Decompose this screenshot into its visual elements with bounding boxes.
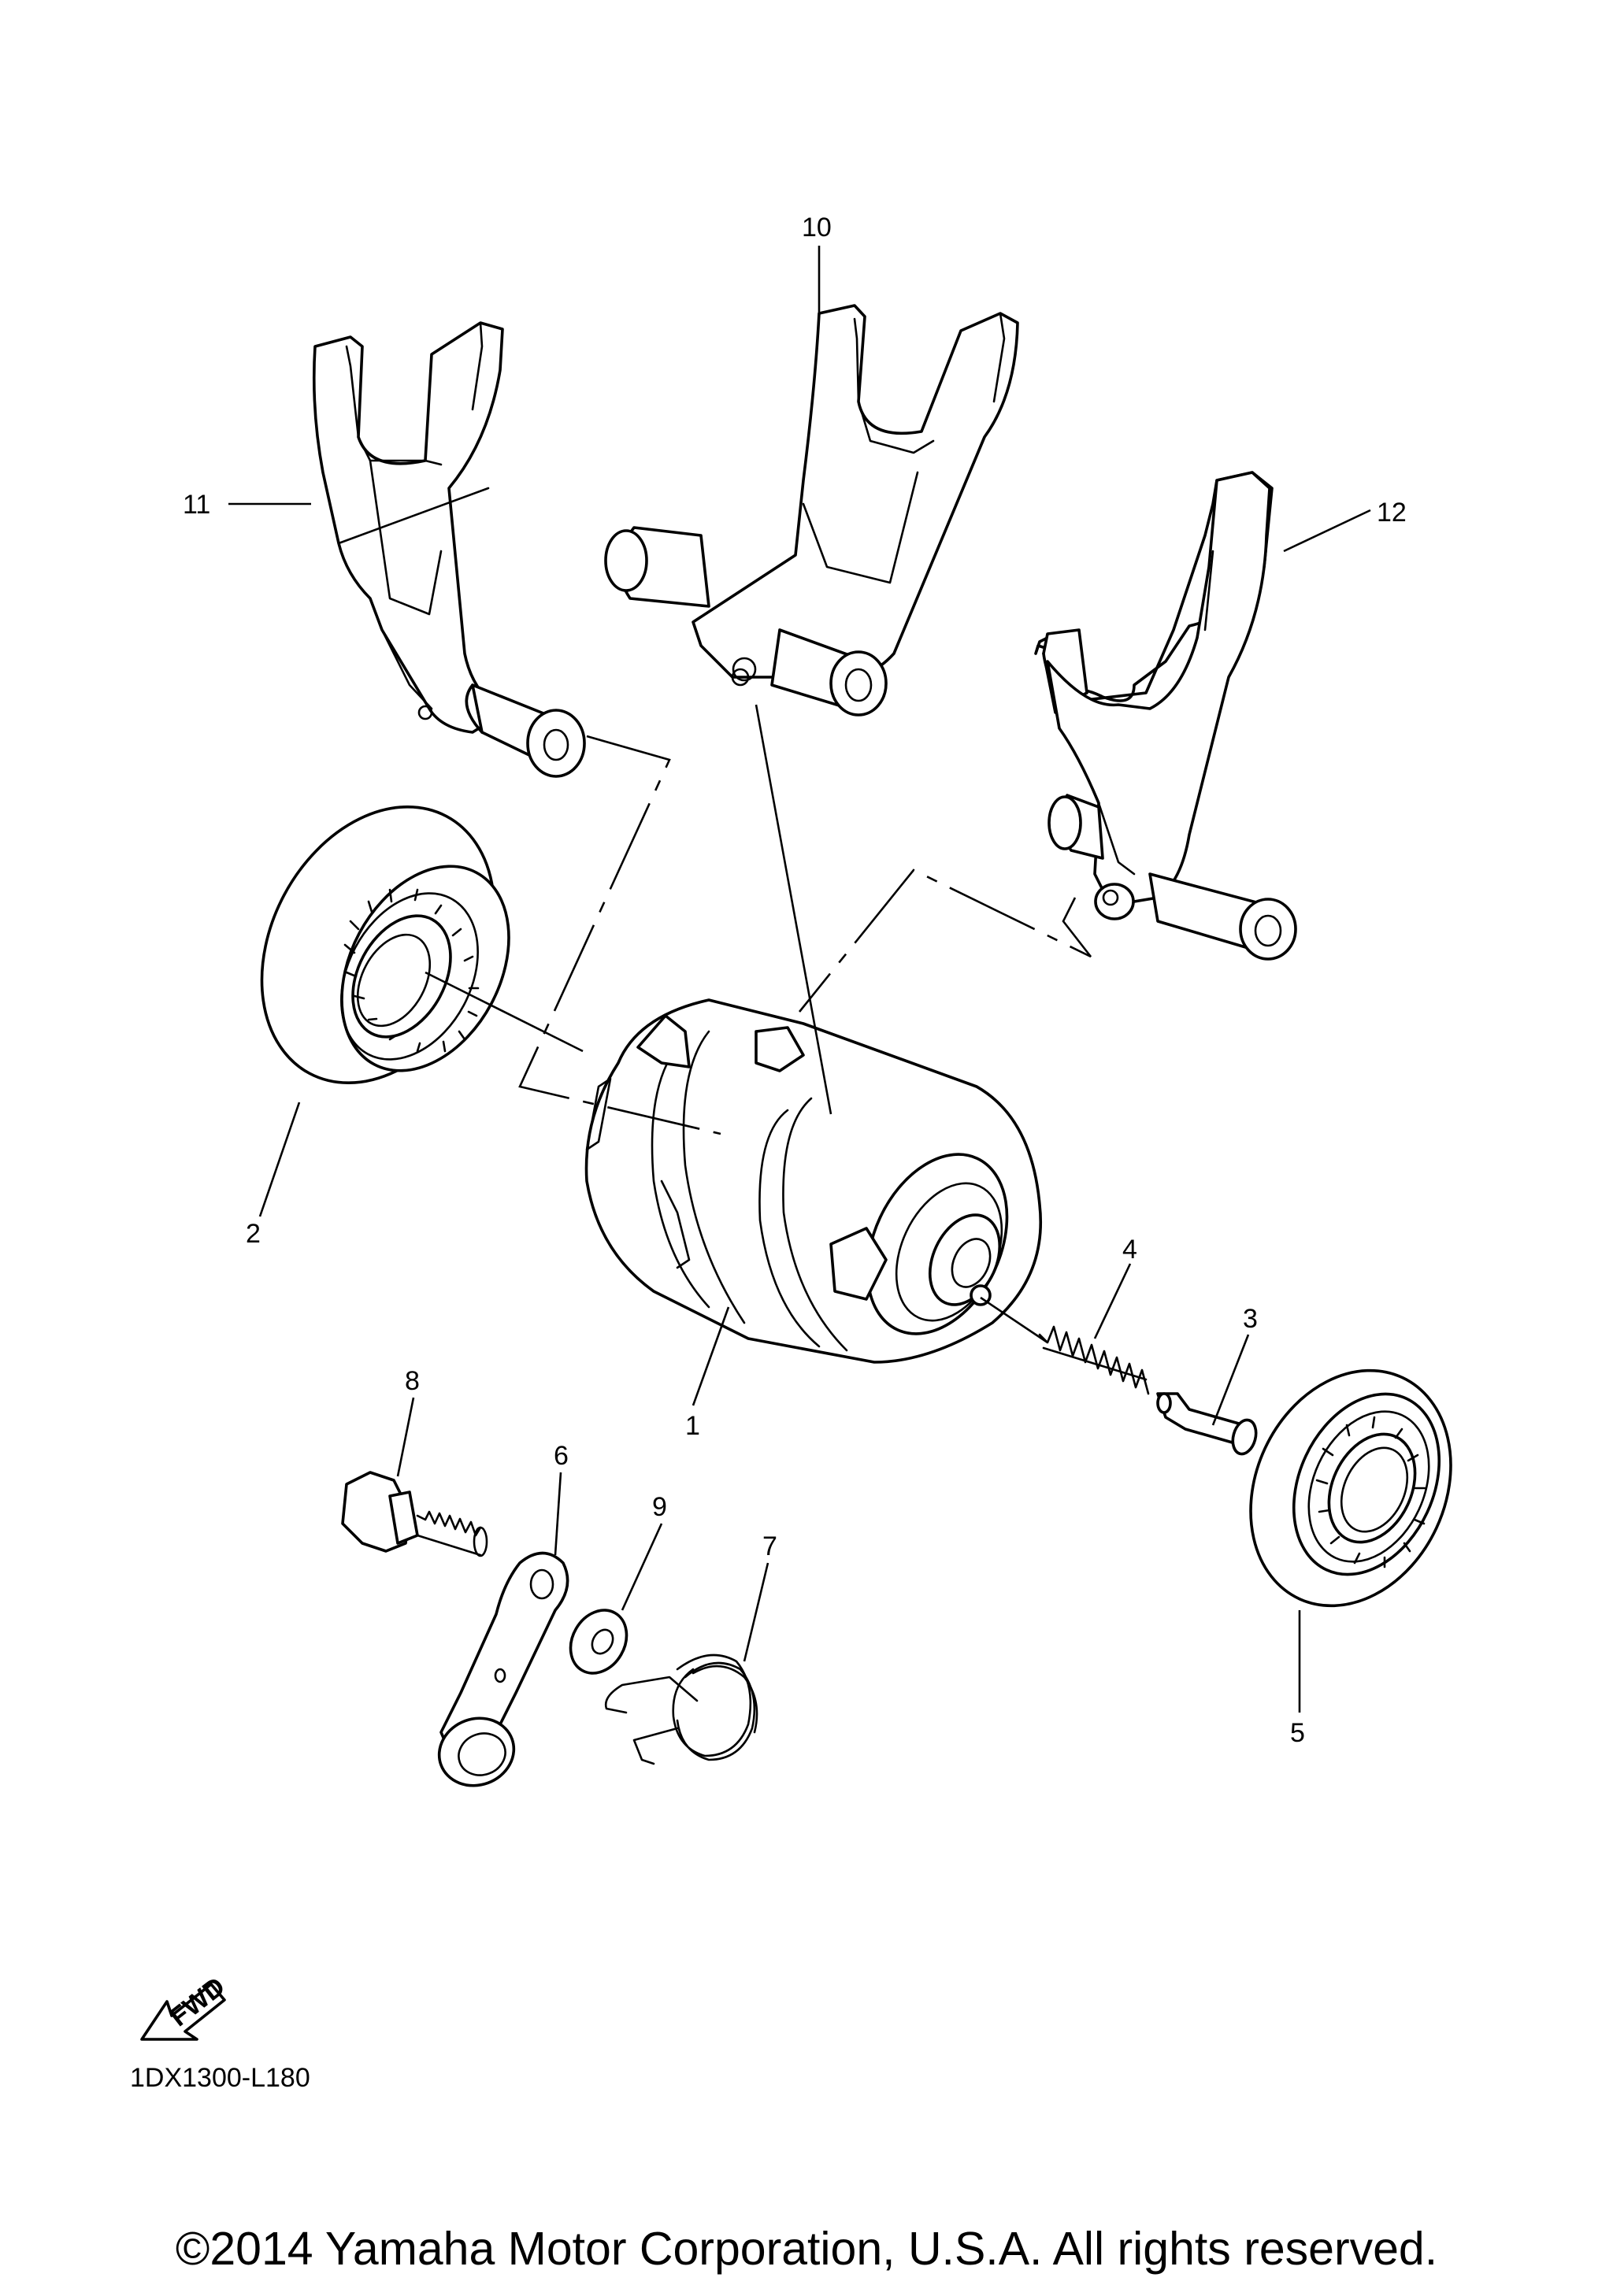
callout-leaders (228, 246, 1371, 1713)
diagram-code: 1DX1300-L180 (130, 2063, 310, 2093)
bearing-2 (260, 805, 510, 1085)
callout-9: 9 (652, 1492, 667, 1522)
shift-fork-12 (1034, 471, 1297, 961)
bolt-8 (341, 1471, 488, 1557)
stopper-lever-6 (437, 1551, 569, 1787)
shift-drum-1 (584, 998, 1043, 1364)
callout-11: 11 (183, 490, 210, 520)
callout-7: 7 (762, 1531, 777, 1561)
spring-4 (1038, 1325, 1150, 1395)
pin-3 (1156, 1392, 1258, 1456)
callout-12: 12 (1377, 498, 1407, 528)
copyright-notice: ©2014 Yamaha Motor Corporation, U.S.A. A… (175, 2223, 1438, 2275)
bearing-5 (1249, 1368, 1452, 1608)
shift-fork-10 (604, 304, 1019, 717)
callout-5: 5 (1290, 1718, 1305, 1748)
shift-fork-11 (312, 321, 586, 778)
torsion-spring-7 (604, 1653, 758, 1765)
callout-1: 1 (685, 1411, 700, 1441)
assembly-lines (425, 704, 1092, 1344)
washer-9 (569, 1609, 629, 1675)
callout-10: 10 (802, 213, 832, 243)
fwd-arrow-icon: FWD (140, 1972, 231, 2041)
callout-2: 2 (246, 1219, 261, 1249)
callout-3: 3 (1243, 1304, 1258, 1334)
callout-4: 4 (1122, 1235, 1137, 1265)
callout-6: 6 (554, 1441, 569, 1471)
callout-labels: 10 11 12 2 1 4 3 5 8 6 9 7 (183, 213, 1407, 1748)
callout-8: 8 (405, 1366, 420, 1396)
